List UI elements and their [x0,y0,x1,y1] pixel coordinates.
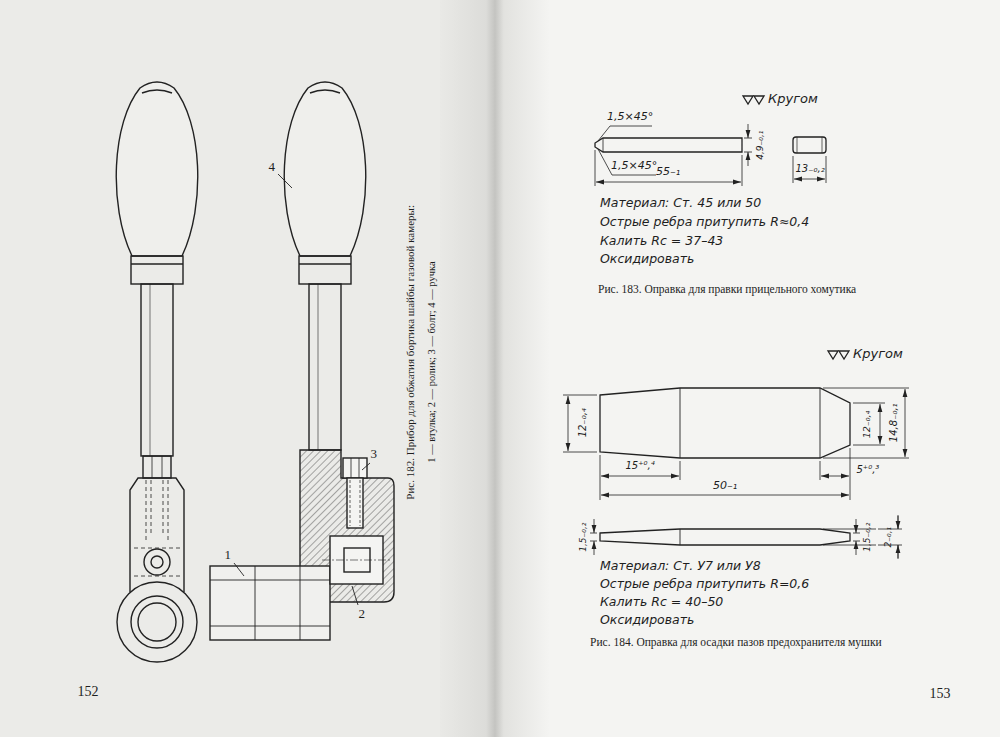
dimension: 15⁺⁰,⁴ [626,460,655,472]
chamfer-dimension: 1,5×45° [611,160,657,173]
chamfer-dimension: 1,5×45° [607,111,653,124]
dimension: 12₋₀,₄ [576,408,588,437]
page-number: 153 [930,686,951,702]
dimension: 55₋₁ [656,166,680,179]
dimension: 4,9₋₀,₁ [755,131,765,160]
technical-note: Материал: Ст. У7 или У8 [600,559,761,573]
callout-number: 4 [269,160,276,175]
figure-legend: 1 — втулка; 2 — ролик; 3 — болт; 4 — руч… [425,261,437,462]
callout-number: 2 [359,607,366,622]
tool-front-view [116,82,198,662]
technical-note: Калить Rс = 37–43 [600,234,723,248]
leader-lines [234,174,370,605]
dimension: 1,5₋₀,₂ [578,523,588,552]
callout-number: 1 [225,548,232,563]
callout-number: 3 [371,447,378,462]
technical-note: Калить Rс = 40–50 [600,595,723,609]
dimension: 12₋₀,₄ [862,410,873,438]
tool-side-section [210,82,394,640]
technical-note: Острые ребра притупить R≈0,4 [600,215,809,229]
technical-note: Материал: Ст. 45 или 50 [600,196,761,210]
figure-caption: Рис. 184. Оправка для осадки пазов предо… [590,636,882,649]
fig184-dimensions [563,388,909,559]
dimension: 50₋₁ [713,480,737,493]
fig183-dimensions [595,124,826,186]
surface-finish-note: Кругом [853,347,903,362]
figure-caption: Рис. 182. Прибор для обжатия бортика шай… [404,204,417,499]
figure-caption: Рис. 183. Оправка для правки прицельного… [598,283,856,296]
surface-finish-note: Кругом [768,92,818,107]
technical-note: Острые ребра притупить R=0,6 [600,577,809,591]
dimension: 2₋₀,₁ [883,527,893,548]
dimension: 13₋₀,₂ [796,163,825,175]
dimension: 14,8₋₀,₁ [887,403,899,442]
fig184-drawing [600,351,850,545]
technical-note: Оксидировать [600,613,694,627]
technical-note: Оксидировать [600,252,694,266]
dimension: 5⁺⁰,³ [857,464,880,476]
dimension: 1,5₋₀,₂ [862,523,872,552]
page-number: 152 [78,684,99,700]
